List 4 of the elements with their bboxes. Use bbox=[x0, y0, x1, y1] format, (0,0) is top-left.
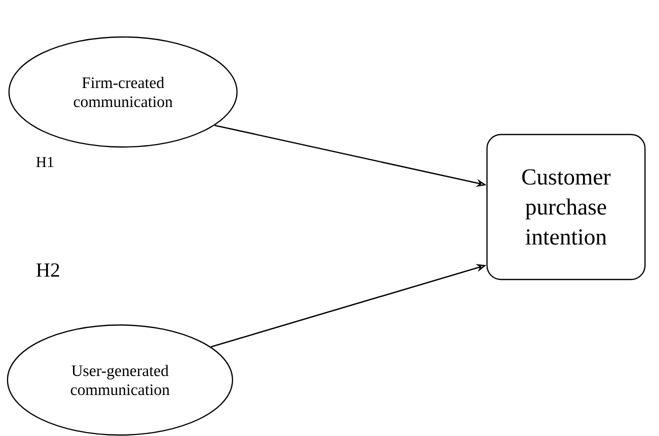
rounded-box: Customer purchase intention bbox=[486, 134, 646, 280]
ellipse-node: Firm-created communication bbox=[8, 36, 238, 148]
hypothesis-label: H2 bbox=[36, 263, 60, 277]
ellipse-node: User-generated communication bbox=[6, 324, 234, 436]
